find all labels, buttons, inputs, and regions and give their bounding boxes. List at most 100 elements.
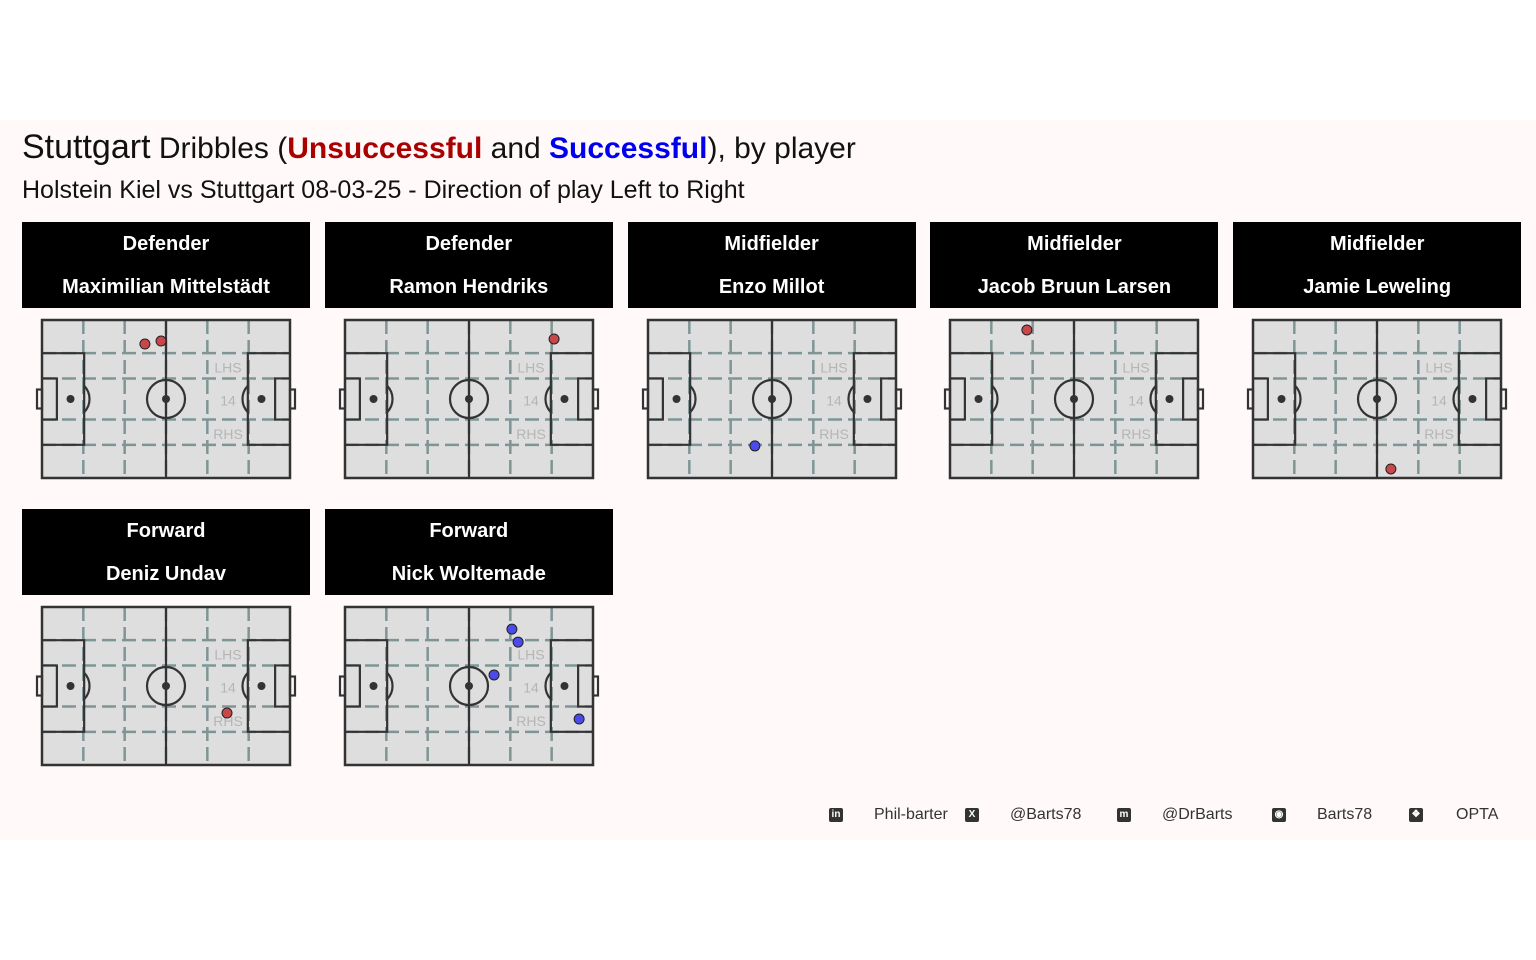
pitch-outline <box>40 605 292 767</box>
goal-area <box>274 664 290 708</box>
pitch-label-center: 14 <box>220 393 236 409</box>
facet-player: Ramon Hendriks <box>389 276 549 298</box>
penalty-arc <box>688 385 697 413</box>
goal-area <box>1182 377 1199 421</box>
penalty-arc <box>544 385 552 413</box>
facet-position: Forward <box>429 520 509 542</box>
centre-circle <box>448 665 489 707</box>
dropbox-icon: ❖ <box>1409 808 1423 822</box>
unsuccessful-dribble-point <box>139 338 151 350</box>
centre-circle <box>145 378 187 420</box>
title-part: Dribbles ( <box>150 132 288 165</box>
penalty-spot <box>863 395 872 403</box>
unsuccessful-dribble-point <box>1021 324 1033 336</box>
goal-area <box>576 664 593 708</box>
pitch-label-rhs: RHS <box>1122 426 1152 442</box>
goal-area <box>274 377 290 421</box>
goal-area <box>42 664 58 708</box>
plot-area: Stuttgart Dribbles (Unsuccessful and Suc… <box>0 120 1536 840</box>
penalty-spot <box>974 395 983 403</box>
pitch-label-rhs: RHS <box>213 426 243 442</box>
penalty-arc <box>241 672 249 700</box>
title-part: ), by player <box>707 132 856 165</box>
facet-player: Deniz Undav <box>105 563 227 585</box>
centre-spot <box>1070 395 1079 403</box>
facet-position: Midfielder <box>1329 233 1425 255</box>
penalty-arc <box>1294 385 1302 413</box>
centre-circle <box>1054 378 1095 420</box>
pitch-label-rhs: RHS <box>1424 426 1454 442</box>
pitch-label-center: 14 <box>220 680 236 696</box>
penalty-arc <box>1452 385 1460 413</box>
unsuccessful-dribble-point <box>155 335 167 347</box>
penalty-arc <box>386 385 394 413</box>
penalty-arc <box>241 385 249 413</box>
goal-area <box>576 377 593 421</box>
centre-spot <box>464 682 473 690</box>
pitch-label-rhs: RHS <box>516 426 546 442</box>
pitch-outline <box>646 318 897 480</box>
pitch-label-rhs: RHS <box>819 426 849 442</box>
penalty-spot <box>672 395 681 403</box>
successful-dribble-point <box>506 623 518 635</box>
centre-spot <box>464 395 473 403</box>
successful-dribble-point <box>573 713 585 725</box>
centre-circle <box>751 378 792 420</box>
penalty-arc <box>847 385 855 413</box>
pitch-label-lhs: LHS <box>1426 359 1453 375</box>
pitch-outline <box>1251 318 1503 480</box>
penalty-spot <box>560 682 569 690</box>
penalty-spot <box>1468 395 1477 403</box>
pitch-label-lhs: LHS <box>214 359 241 375</box>
penalty-area <box>1155 352 1199 446</box>
penalty-arc <box>544 672 552 700</box>
penalty-area <box>647 352 691 446</box>
pitch-outline <box>40 318 292 480</box>
pitch-label-lhs: LHS <box>820 359 847 375</box>
penalty-spot <box>66 395 75 403</box>
successful-dribble-point <box>512 636 524 648</box>
penalty-arc <box>386 672 394 700</box>
facet-position: Forward <box>126 520 206 542</box>
facet-position: Defender <box>122 233 210 255</box>
penalty-spot <box>257 395 266 403</box>
penalty-spot <box>369 682 378 690</box>
goal-area <box>879 377 896 421</box>
title-successful: Successful <box>549 132 708 165</box>
penalty-area <box>549 352 593 446</box>
pitch-label-lhs: LHS <box>214 646 241 662</box>
penalty-area <box>852 352 896 446</box>
penalty-area <box>344 639 389 733</box>
unsuccessful-dribble-point <box>1385 463 1397 475</box>
title-team: Stuttgart <box>22 128 151 166</box>
centre-circle <box>1357 378 1398 420</box>
centre-spot <box>162 682 170 690</box>
facet-player: Jacob Bruun Larsen <box>977 276 1172 298</box>
penalty-arc <box>1149 385 1158 413</box>
penalty-area <box>42 639 86 733</box>
pitch-outline <box>343 318 595 480</box>
goal-area <box>1485 377 1502 421</box>
successful-dribble-point <box>748 440 760 452</box>
centre-spot <box>767 395 776 403</box>
chart-subtitle: Holstein Kiel vs Stuttgart 08-03-25 - Di… <box>22 176 745 204</box>
pitch-label-rhs: RHS <box>213 713 243 729</box>
facet-position: Midfielder <box>724 233 819 255</box>
centre-circle <box>448 378 489 420</box>
penalty-area <box>246 639 290 733</box>
penalty-spot <box>369 395 378 403</box>
goal-area <box>950 377 967 421</box>
